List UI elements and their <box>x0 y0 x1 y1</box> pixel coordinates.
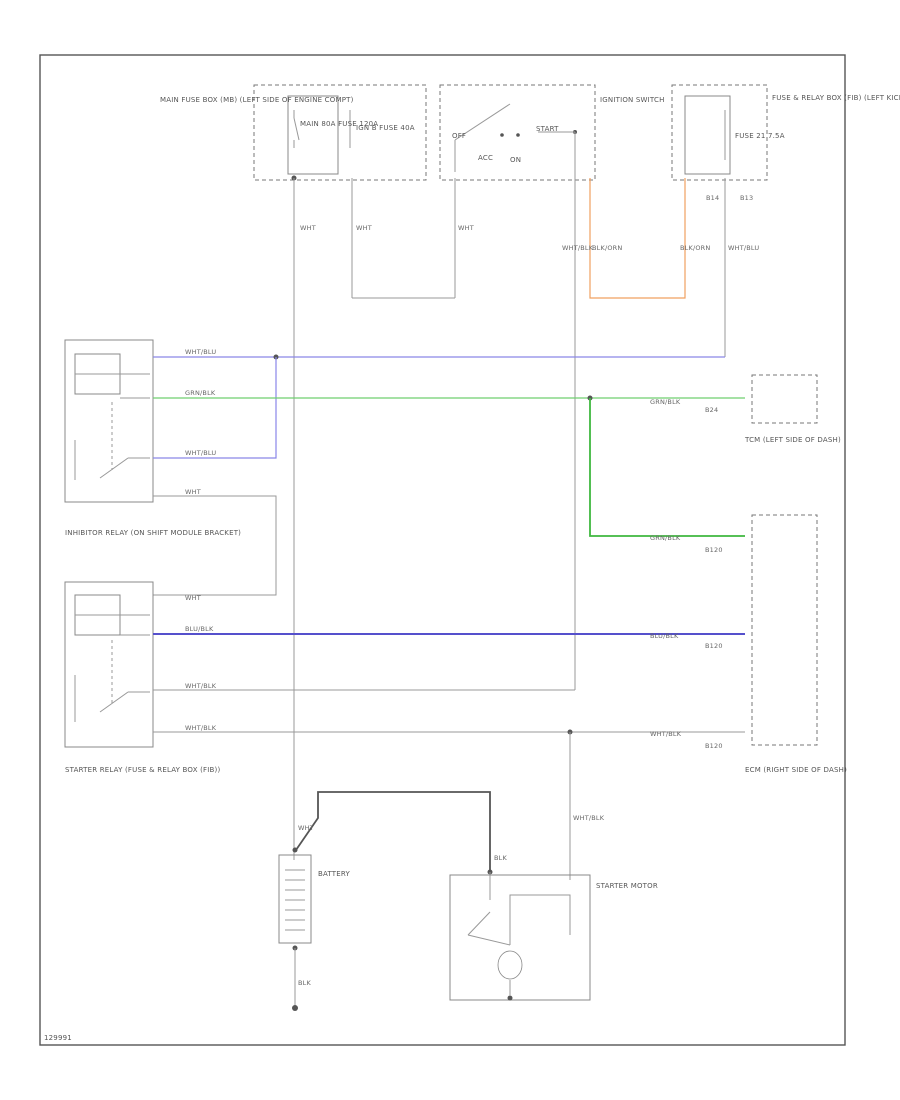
starter-motor-label: STARTER MOTOR <box>596 882 658 890</box>
figure-id: 129991 <box>44 1034 72 1042</box>
wire-wht-battery: WHT <box>298 824 314 832</box>
wire-wht-blu-top: WHT/BLU <box>728 244 759 252</box>
tcm-label: TCM (LEFT SIDE OF DASH) <box>744 436 841 444</box>
wire-grn-blk-3: GRN/BLK <box>650 534 681 542</box>
ign-fuse-label: IGN B FUSE 40A <box>356 124 415 132</box>
wire-wht-blk-4: WHT/BLK <box>573 814 605 822</box>
fuse-21-label: FUSE 21 7.5A <box>735 132 785 140</box>
switch-start-label: START <box>536 125 559 133</box>
starter-relay: STARTER RELAY (FUSE & RELAY BOX (FIB)) <box>64 581 220 774</box>
wire-blu-blk-1: BLU/BLK <box>185 625 214 633</box>
wire-wht-2: WHT <box>356 224 372 232</box>
fuse-relay-box: FUSE & RELAY BOX (FIB) (LEFT KICK PANEL)… <box>671 84 900 202</box>
wire-wht-blk-1: WHT/BLK <box>185 682 217 690</box>
main-fuse-box-label: MAIN FUSE BOX (MB) (LEFT SIDE OF ENGINE … <box>160 96 354 104</box>
wire-wht-blk-top: WHT/BLK <box>562 244 594 252</box>
switch-acc-label: ACC <box>478 154 493 162</box>
ecm-pin-1: B120 <box>705 546 723 554</box>
tcm: B24 TCM (LEFT SIDE OF DASH) <box>705 374 841 444</box>
ignition-switch: IGNITION SWITCH OFF ACC ON START <box>439 84 665 181</box>
wire-wht-4: WHT <box>185 488 201 496</box>
switch-on-label: ON <box>510 156 521 164</box>
ecm-label: ECM (RIGHT SIDE OF DASH) <box>745 766 847 774</box>
wire-blk-orn-2: BLK/ORN <box>680 244 710 252</box>
diagram-frame <box>39 54 846 1046</box>
fuse-relay-box-label: FUSE & RELAY BOX (FIB) (LEFT KICK PANEL) <box>772 94 900 102</box>
ecm-pin-2: B120 <box>705 642 723 650</box>
starter-relay-label: STARTER RELAY (FUSE & RELAY BOX (FIB)) <box>65 766 220 774</box>
top-wires: WHT WHT WHT WHT/BLK BLK/ORN BLK/ORN WHT/… <box>291 132 759 860</box>
fib-pin-1: B14 <box>706 194 719 202</box>
ecm-pin-3: B120 <box>705 742 723 750</box>
ignition-switch-label: IGNITION SWITCH <box>600 96 665 104</box>
wire-wht-blu-2: WHT/BLU <box>185 449 216 457</box>
wire-wht-blk-3: WHT/BLK <box>650 730 682 738</box>
wire-wht-blk-2: WHT/BLK <box>185 724 217 732</box>
wire-wht-3: WHT <box>458 224 474 232</box>
fib-pin-2: B13 <box>740 194 753 202</box>
battery-label: BATTERY <box>318 870 351 878</box>
main-fuse-box: MAIN FUSE BOX (MB) (LEFT SIDE OF ENGINE … <box>160 84 427 181</box>
starter-wires: WHT BLU/BLK BLU/BLK WHT/BLK WHT/BLK WHT/… <box>153 594 745 880</box>
wire-wht-blu-1: WHT/BLU <box>185 348 216 356</box>
switch-off-label: OFF <box>452 132 466 140</box>
inhibitor-wires: WHT/BLU GRN/BLK GRN/BLK WHT/BLU WHT GRN/… <box>153 348 745 596</box>
wire-blk-orn-1: BLK/ORN <box>592 244 622 252</box>
wire-blk-battery: BLK <box>298 979 311 987</box>
wire-wht-1: WHT <box>300 224 316 232</box>
wire-grn-blk-1: GRN/BLK <box>185 389 216 397</box>
inhibitor-relay-label: INHIBITOR RELAY (ON SHIFT MODULE BRACKET… <box>65 529 241 537</box>
wire-grn-blk-2: GRN/BLK <box>650 398 681 406</box>
wire-blk-top: BLK <box>494 854 507 862</box>
main-fuse-label: MAIN 80A FUSE 120A <box>300 120 378 128</box>
battery: BATTERY WHT BLK BLK <box>278 791 507 1011</box>
inhibitor-relay: INHIBITOR RELAY (ON SHIFT MODULE BRACKET… <box>64 339 241 537</box>
starter-motor: STARTER MOTOR <box>449 830 658 1001</box>
ecm: B120 B120 B120 ECM (RIGHT SIDE OF DASH) <box>705 514 847 774</box>
wire-wht-5: WHT <box>185 594 201 602</box>
tcm-pin: B24 <box>705 406 718 414</box>
wire-blu-blk-2: BLU/BLK <box>650 632 679 640</box>
